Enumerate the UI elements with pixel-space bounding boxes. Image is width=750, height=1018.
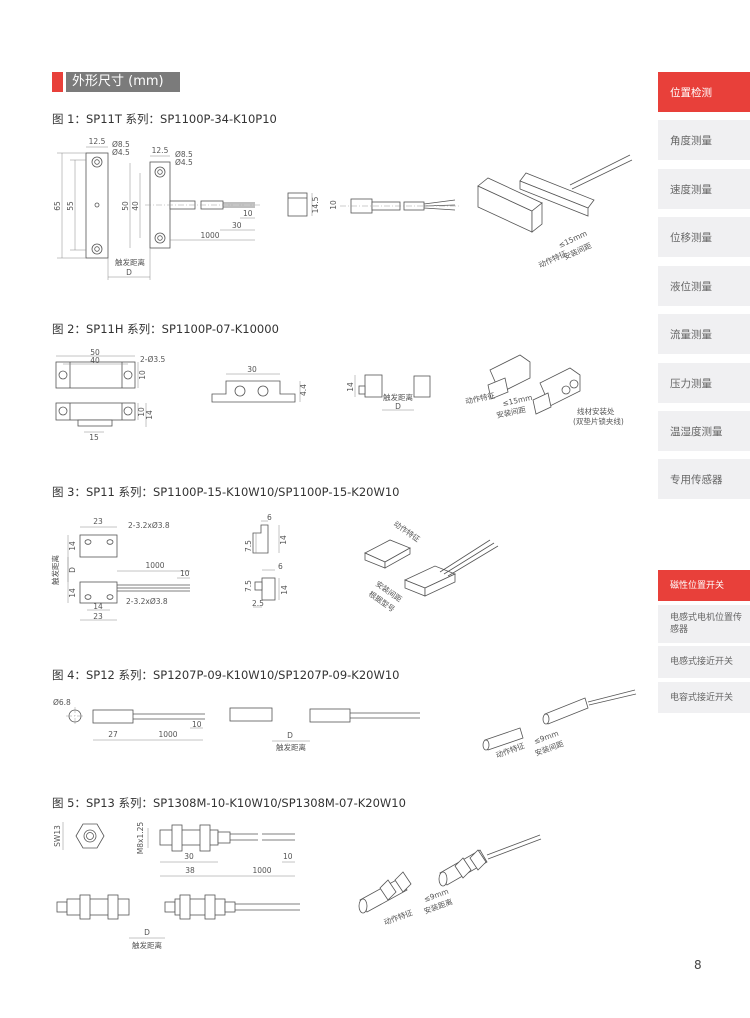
figure-2-caption: 图 2：SP11H 系列：SP1100P-07-K10000 [52, 322, 279, 336]
dimension-label: 7.5 [244, 540, 253, 552]
dimension-label: M8x1.25 [136, 822, 145, 855]
dimension-label: 14 [145, 410, 154, 420]
dimension-label: 10 [329, 200, 338, 210]
dimension-label: 触发距离 [383, 392, 413, 402]
dimension-label: Ø6.8 [53, 698, 71, 707]
dimension-label: 14.5 [311, 196, 320, 213]
dimension-label: 10 [192, 720, 202, 729]
dimension-label: 40 [131, 201, 140, 211]
figure-4-caption: 图 4：SP12 系列：SP1207P-09-K10W10/SP1207P-09… [52, 668, 400, 682]
sidebar-item-displacement[interactable]: 位移测量 [658, 217, 750, 257]
sidebar-item-level[interactable]: 液位测量 [658, 266, 750, 306]
dimension-label: 55 [66, 201, 75, 211]
dimension-label: 15 [89, 433, 99, 442]
dimension-label: D [68, 567, 77, 573]
dimension-label: D [144, 928, 150, 937]
dimension-label: Ø8.5 [112, 140, 130, 149]
dimension-label: 线材安装处 [577, 406, 615, 416]
dimension-label: 1000 [252, 866, 271, 875]
dimension-label: 14 [68, 588, 77, 598]
subnav-item-inductive-motor[interactable]: 电感式电机位置传感器 [658, 605, 750, 643]
sidebar-item-position-detection[interactable]: 位置检测 [658, 72, 750, 112]
dimension-label: 1000 [200, 231, 219, 240]
dimension-label: 12.5 [89, 137, 106, 146]
dimension-label: D [287, 731, 293, 740]
section-title: 外形尺寸 (mm) [66, 72, 180, 92]
dimension-label: 6 [267, 513, 272, 522]
figure-5-drawing: SW13 M8x1.25 30 38 1000 10 D 触发距离 ≤9mm 动… [53, 822, 542, 950]
dimension-label: 14 [346, 382, 355, 392]
dimension-label: 14 [93, 602, 103, 611]
dimension-label: 7.5 [244, 580, 253, 592]
subnav-item-magnetic-switch[interactable]: 磁性位置开关 [658, 570, 750, 601]
figure-3-drawing: 23 2-3.2xØ3.8 14 触发距离 D 1000 10 14 2-3.2… [50, 513, 499, 621]
dimension-label: 10 [138, 370, 147, 380]
figure-1-drawing: 12.5 Ø8.5Ø4.5 65 55 12.5 Ø8.5Ø4.5 50 40 … [53, 137, 633, 280]
dimension-label: D [395, 402, 401, 411]
subnav-item-inductive-proximity[interactable]: 电感式接近开关 [658, 646, 750, 678]
sidebar-item-speed[interactable]: 速度测量 [658, 169, 750, 209]
figure-4-drawing: Ø6.8 27 1000 10 D 触发距离 动作特征 ≤9mm 安装间距 [53, 689, 637, 760]
dimension-label: 动作特征 [392, 518, 423, 544]
dimension-label: 40 [90, 356, 100, 365]
sidebar-item-special[interactable]: 专用传感器 [658, 459, 750, 499]
figure-2-drawing: 50 40 2-Ø3.5 10 10 14 15 30 4.4 14 触发距离 … [55, 348, 624, 442]
dimension-label: 27 [108, 730, 118, 739]
dimension-label: 12.5 [152, 146, 169, 155]
dimension-label: 10 [243, 209, 253, 218]
sidebar-item-pressure[interactable]: 压力测量 [658, 363, 750, 403]
page-number: 8 [694, 958, 702, 972]
dimension-label: 23 [93, 612, 103, 621]
dimension-label: 10 [137, 407, 146, 417]
section-marker [52, 72, 63, 92]
sidebar-item-flow[interactable]: 流量测量 [658, 314, 750, 354]
dimension-label: 1000 [145, 561, 164, 570]
dimension-label: 50 [121, 201, 130, 211]
dimension-label: 30 [184, 852, 194, 861]
sidebar-item-temp-humidity[interactable]: 温湿度测量 [658, 411, 750, 451]
dimension-label: 14 [280, 585, 289, 595]
dimension-label: 触发距离 [50, 555, 60, 585]
figure-5-caption: 图 5：SP13 系列：SP1308M-10-K10W10/SP1308M-07… [52, 796, 406, 810]
dimension-label: 38 [185, 866, 195, 875]
dimension-label: 1000 [158, 730, 177, 739]
dimension-label: 10 [283, 852, 293, 861]
dimension-label: 2-3.2xØ3.8 [126, 597, 168, 606]
dimension-label: 动作特征 [382, 907, 414, 927]
dimension-label: 23 [93, 517, 103, 526]
dimension-label: 30 [232, 221, 242, 230]
dimension-label: Ø4.5 [175, 158, 193, 167]
dimension-label: 动作特征 [464, 390, 496, 406]
dimension-label: 2-Ø3.5 [140, 355, 166, 364]
dimension-label: SW13 [53, 825, 62, 847]
figure-3-caption: 图 3：SP11 系列：SP1100P-15-K10W10/SP1100P-15… [52, 485, 400, 499]
dimension-label: 4.4 [299, 384, 308, 396]
subnav-item-capacitive-proximity[interactable]: 电容式接近开关 [658, 682, 750, 713]
figure-1-caption: 图 1：SP11T 系列：SP1100P-34-K10P10 [52, 112, 277, 126]
dimension-label: 触发距离 [115, 257, 145, 267]
dimension-label: 2-3.2xØ3.8 [128, 521, 170, 530]
dimension-label: Ø4.5 [112, 148, 130, 157]
dimension-label: 50 [90, 348, 100, 357]
dimension-label: 2.5 [252, 599, 264, 608]
dimension-label: 65 [53, 201, 62, 211]
dimension-label: 6 [278, 562, 283, 571]
sidebar-item-angle[interactable]: 角度测量 [658, 120, 750, 160]
dimension-label: 10 [180, 569, 190, 578]
dimension-label: D [126, 268, 132, 277]
dimension-label: (双垫片锁夹线) [573, 416, 624, 426]
dimension-label: 触发距离 [276, 742, 306, 752]
dimension-label: 30 [247, 365, 257, 374]
dimension-label: 14 [279, 535, 288, 545]
dimension-label: Ø8.5 [175, 150, 193, 159]
dimension-label: 14 [68, 541, 77, 551]
dimension-label: 触发距离 [132, 940, 162, 950]
technical-drawings: 12.5 Ø8.5Ø4.5 65 55 12.5 Ø8.5Ø4.5 50 40 … [50, 137, 637, 950]
